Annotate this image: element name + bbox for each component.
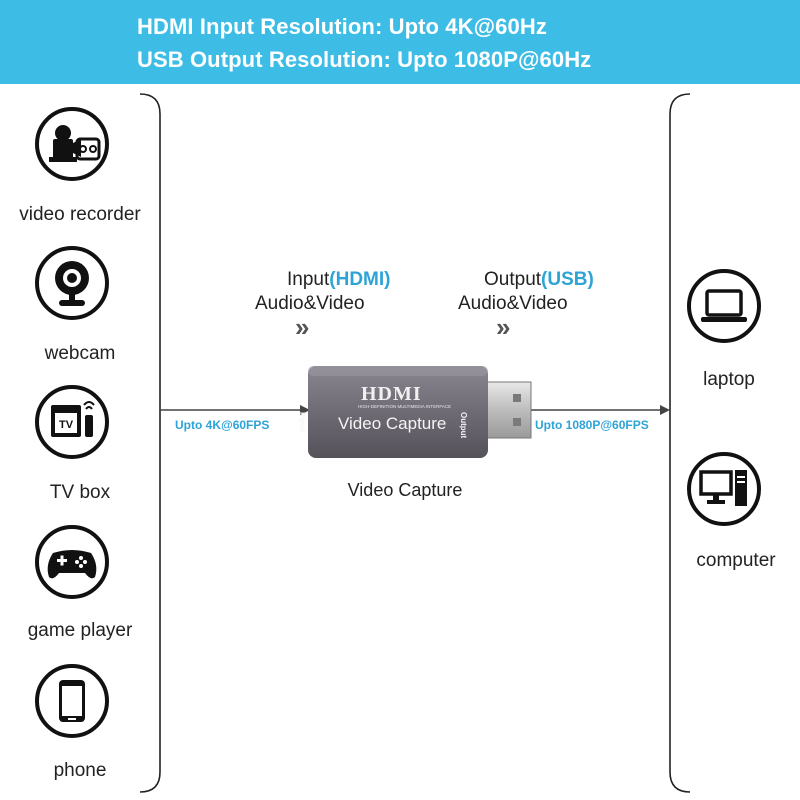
input-label-webcam: webcam [44,343,116,364]
title-banner: HDMI Input Resolution: Upto 4K@60Hz USB … [0,0,800,84]
left-bracket [139,93,161,793]
usb-plug [482,381,532,439]
input-flow-title-text: Input [287,269,330,290]
output-label-computer: computer [696,550,776,571]
device-name: Video Capture [338,414,447,433]
input-speed-label: Upto 4K@60FPS [175,418,270,432]
device-input-label: Input [298,412,307,432]
right-bracket [669,93,691,793]
banner-output-resolution: USB Output Resolution: Upto 1080P@60Hz [137,47,592,72]
tv-box-icon: TV [35,385,109,459]
computer-icon [687,452,761,526]
video-recorder-icon [35,107,109,181]
output-speed-label: Upto 1080P@60FPS [535,418,649,432]
laptop-icon [687,269,761,343]
banner-input-resolution: HDMI Input Resolution: Upto 4K@60Hz [137,14,547,39]
output-arrow-head [660,405,670,415]
hdmi-capture-device [308,366,532,458]
device-fine-print: HIGH-DEFINITION MULTIMEDIA INTERFACE [358,404,452,409]
output-flow-subtitle: Audio&Video [458,293,568,314]
output-flow-title-text: Output [484,269,542,290]
input-flow-title: Input(HDMI) [287,269,390,291]
input-arrow-head [300,405,310,415]
phone-icon [35,664,109,738]
device-body [308,366,488,458]
output-flow-highlight: (USB) [541,269,594,290]
input-flow-highlight: (HDMI) [329,269,391,290]
input-flow-arrow-icon: » [295,312,310,342]
input-label-video-recorder: video recorder [19,204,141,225]
device-caption: Video Capture [347,480,463,500]
device-output-label: Output [459,412,468,439]
gamepad-icon [35,525,109,599]
input-flow-subtitle: Audio&Video [255,293,365,314]
tv-box-icon-text: TV [59,419,74,431]
output-label-laptop: laptop [703,369,755,390]
output-flow-arrow-icon: » [496,312,511,342]
webcam-icon [35,246,109,320]
input-label-tv-box: TV box [49,482,111,503]
input-label-phone: phone [53,760,107,781]
input-label-game-player: game player [27,620,133,641]
device-brand-logo: HDMI [361,383,422,405]
output-flow-title: Output(USB) [484,269,594,291]
